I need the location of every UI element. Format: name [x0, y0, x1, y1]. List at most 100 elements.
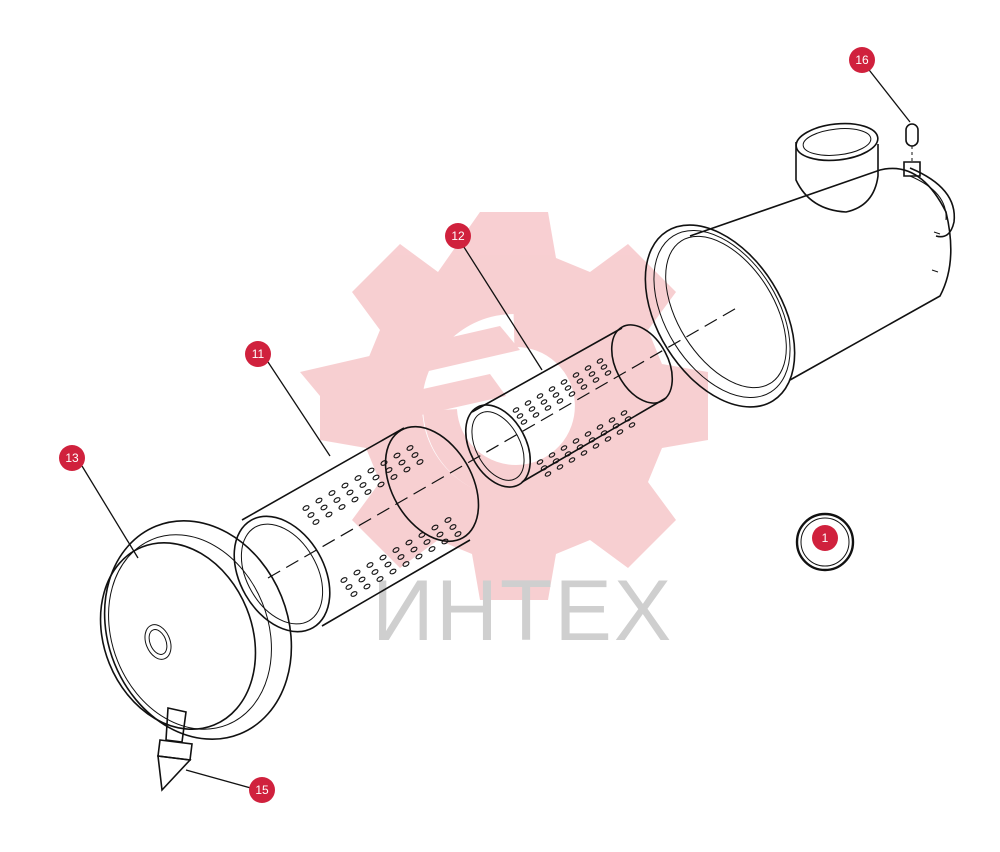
- perforation-hole: [415, 553, 423, 560]
- perforation-hole: [536, 459, 544, 465]
- perforation-hole: [363, 583, 371, 590]
- callout-prefix: 1: [46, 457, 53, 471]
- callout-circle: [249, 777, 275, 803]
- callout-1: 1: [812, 525, 838, 551]
- perforation-hole: [410, 546, 418, 553]
- perforation-hole: [315, 497, 323, 504]
- perforation-hole: [389, 568, 397, 575]
- perforation-hole: [436, 531, 444, 538]
- assembly-axis-line: [267, 305, 741, 579]
- perforation-hole: [423, 539, 431, 545]
- perforation-hole: [552, 392, 560, 398]
- perforation-hole: [512, 407, 520, 413]
- perforation-hole: [612, 423, 620, 429]
- perforation-hole: [338, 504, 346, 510]
- perforation-hole: [544, 405, 552, 411]
- perforation-hole: [392, 547, 400, 553]
- perforation-hole: [393, 452, 401, 459]
- perforation-hole: [592, 443, 600, 449]
- perforation-hole: [600, 364, 608, 370]
- perforation-hole: [628, 422, 636, 428]
- perforation-hole: [592, 377, 600, 383]
- inner-filter-holes: [512, 358, 636, 477]
- perforation-hole: [384, 561, 392, 568]
- perforation-hole: [584, 365, 592, 371]
- perforation-hole: [564, 385, 572, 391]
- perforation-hole: [340, 577, 348, 583]
- perforation-hole: [366, 562, 374, 568]
- perforation-hole: [312, 519, 320, 525]
- perforation-hole: [333, 497, 341, 503]
- perforation-hole: [560, 445, 568, 451]
- watermark-logo: [300, 212, 708, 600]
- o-ring: [795, 512, 855, 572]
- perforation-hole: [302, 505, 310, 511]
- perforation-hole: [444, 517, 452, 523]
- perforation-hole: [418, 532, 426, 538]
- perforation-hole: [528, 406, 536, 412]
- perforation-hole: [307, 512, 315, 518]
- callout-circle: [812, 525, 838, 551]
- outer-filter-holes: [302, 445, 462, 597]
- perforation-hole: [572, 438, 580, 444]
- perforation-hole: [540, 399, 548, 405]
- perforation-hole: [580, 450, 588, 456]
- perforation-hole: [608, 417, 616, 423]
- callout-label: 12: [451, 229, 465, 243]
- perforation-hole: [320, 504, 328, 511]
- perforation-hole: [353, 569, 361, 576]
- perforation-hole: [588, 371, 596, 377]
- dust-valve: [157, 707, 193, 792]
- perforation-hole: [544, 471, 552, 477]
- perforation-hole: [620, 410, 628, 416]
- perforation-hole: [351, 496, 359, 503]
- perforation-hole: [449, 524, 457, 530]
- perforation-hole: [576, 378, 584, 384]
- callout-circle: [849, 47, 875, 73]
- perforation-hole: [584, 431, 592, 437]
- perforation-hole: [364, 489, 372, 495]
- perforation-hole: [568, 391, 576, 397]
- leader-lines: [81, 65, 911, 791]
- callout-prefix: 1: [836, 59, 843, 73]
- perforation-hole: [560, 379, 568, 385]
- perforation-hole: [358, 576, 366, 583]
- perforation-hole: [596, 358, 604, 364]
- perforation-hole: [552, 458, 560, 464]
- callout-circle: [59, 445, 85, 471]
- perforation-hole: [548, 386, 556, 392]
- watermark-stripe-1: [300, 326, 520, 396]
- watermark-stripe-2: [320, 374, 506, 434]
- perforation-hole: [406, 445, 414, 451]
- perforation-hole: [596, 424, 604, 430]
- perforation-hole: [454, 531, 462, 537]
- perforation-hole: [350, 591, 358, 597]
- perforation-hole: [390, 474, 398, 480]
- perforation-hole: [354, 475, 362, 481]
- air-filter-housing: [644, 122, 956, 408]
- end-cap: [99, 520, 293, 740]
- perforation-hole: [536, 393, 544, 399]
- perforation-hole: [604, 436, 612, 442]
- perforation-hole: [520, 419, 528, 425]
- perforation-hole: [568, 457, 576, 463]
- perforation-hole: [416, 459, 424, 465]
- perforation-hole: [556, 398, 564, 404]
- perforation-hole: [600, 430, 608, 436]
- service-indicator: [903, 123, 921, 177]
- perforation-hole: [624, 416, 632, 422]
- perforation-hole: [564, 451, 572, 457]
- perforation-hole: [346, 489, 354, 496]
- perforation-hole: [377, 481, 385, 488]
- perforation-hole: [572, 372, 580, 378]
- perforation-hole: [428, 546, 436, 552]
- perforation-hole: [402, 561, 410, 567]
- perforation-hole: [345, 584, 353, 590]
- outer-filter-element: [233, 425, 480, 633]
- perforation-hole: [359, 482, 367, 488]
- perforation-hole: [397, 554, 405, 560]
